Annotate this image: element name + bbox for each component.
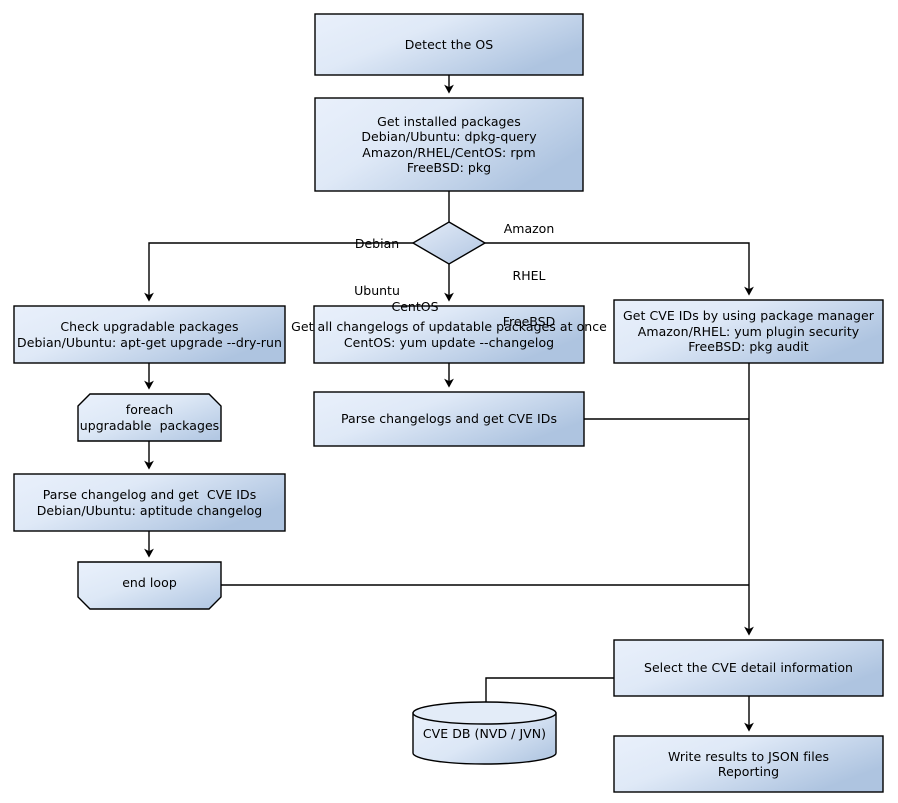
node-end-loop	[77, 561, 222, 610]
edge-label-centos: CentOS	[386, 268, 444, 346]
node-detect-os	[314, 13, 584, 76]
node-end-loop-hit[interactable]	[78, 562, 221, 609]
node-select-cve-detail-hit[interactable]	[614, 640, 883, 696]
node-write-results	[613, 735, 884, 793]
edge-label-debian: Debian	[354, 236, 400, 251]
edge-label-freebsd: FreeBSD	[502, 314, 556, 329]
edge-decision-to-cve-pkgmgr	[485, 242, 754, 296]
node-get-installed-packages-hit[interactable]	[315, 98, 583, 191]
node-get-cve-ids-package-manager-hit[interactable]	[614, 300, 883, 363]
node-os-decision-hit[interactable]	[413, 222, 485, 264]
node-write-results-hit[interactable]	[614, 736, 883, 792]
node-get-all-changelogs-hit[interactable]	[314, 306, 584, 363]
edge-decision-to-check-upgradable	[144, 242, 413, 302]
node-foreach-upgradable-packages	[77, 393, 222, 442]
edge-select-to-db	[485, 677, 614, 710]
node-cve-db	[412, 701, 557, 765]
edge-label-rhel: RHEL	[512, 267, 546, 283]
node-foreach-upgradable-packages-hit[interactable]	[78, 394, 221, 441]
node-os-decision	[411, 221, 487, 265]
node-parse-changelogs-cve-ids	[313, 391, 585, 447]
node-get-all-changelogs	[313, 305, 585, 364]
edge-label-debian-ubuntu: Debian Ubuntu	[346, 205, 408, 329]
node-check-upgradable-packages	[13, 305, 286, 364]
edge-label-amazon: Amazon	[503, 221, 555, 236]
node-parse-changelog-cve-ids-hit[interactable]	[14, 474, 285, 531]
node-get-cve-ids-package-manager	[613, 299, 884, 364]
node-check-upgradable-packages-hit[interactable]	[14, 306, 285, 363]
node-get-installed-packages	[314, 97, 584, 192]
edge-label-centos-text: CentOS	[391, 299, 439, 314]
node-parse-changelogs-cve-ids-hit[interactable]	[314, 392, 584, 446]
edge-label-amazon-rhel-freebsd: Amazon RHEL FreeBSD	[494, 190, 564, 361]
node-select-cve-detail	[613, 639, 884, 697]
node-parse-changelog-cve-ids	[13, 473, 286, 532]
node-cve-db-hit[interactable]	[413, 702, 556, 764]
edge-label-ubuntu: Ubuntu	[354, 282, 400, 298]
node-detect-os-hit[interactable]	[315, 14, 583, 75]
